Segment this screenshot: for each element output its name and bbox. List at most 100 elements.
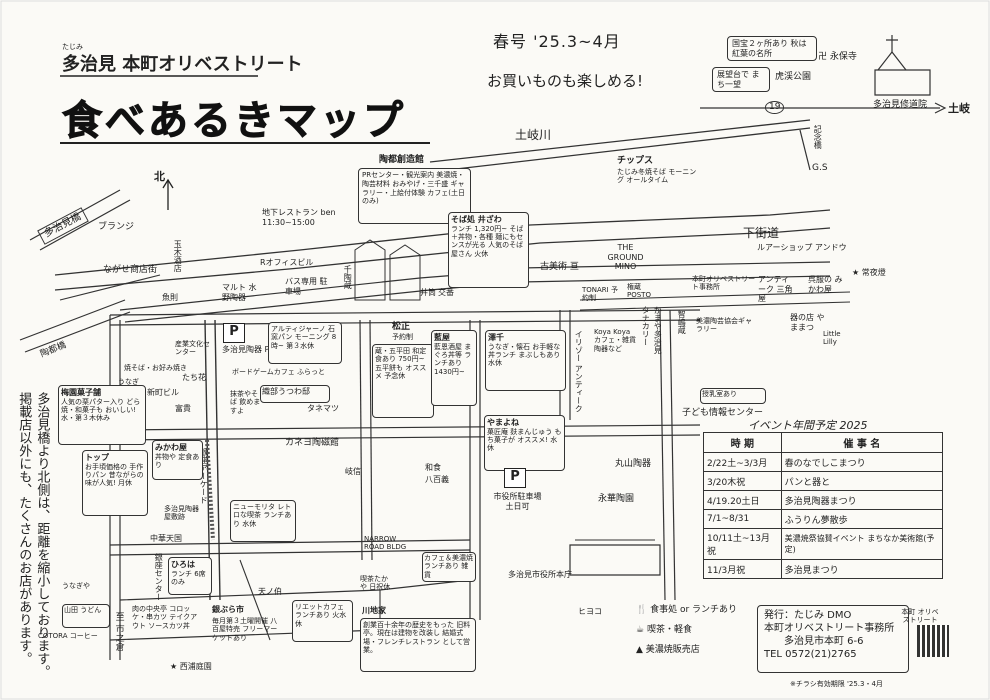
mino-assoc-label: 美濃陶芸協会ギャラリー: [696, 317, 752, 334]
gord-label: ボードゲームカフェ ふらっと: [232, 368, 326, 376]
mikawaya2-box[interactable]: みかわ屋 丼物や 定食あり: [152, 440, 203, 480]
table-row: 11/3月祝多治見まつり: [703, 559, 944, 579]
hiyoko-label: ヒヨコ: [578, 607, 602, 616]
otan-box[interactable]: 織部うつわ邸: [260, 385, 330, 403]
event-name: 多治見まつり: [780, 559, 944, 579]
touto-title: 陶都創造館: [379, 155, 425, 165]
yamayoshi-box[interactable]: やまよね 菓匠庵 麸まんじゅう もち菓子が オススメ! 水休: [484, 415, 565, 471]
nagai-label: ながせ商店街: [103, 265, 158, 275]
to-toki-label: 土岐: [948, 102, 970, 115]
event-name: ふうりん夢散歩: [780, 509, 944, 529]
kamaya-label: かまや多治見: [653, 306, 663, 354]
soba-body: ランチ 1,320円~ そば＋丼物・各種 麺にもセンスが光る 人気のそば屋さん …: [451, 224, 524, 258]
mikawaya-label: 呉服の みかわ屋: [808, 275, 843, 294]
map-subtitle: 多治見 本町オリベストリート: [62, 54, 303, 75]
baidon-title: 梅園菓子舗: [61, 388, 101, 397]
mikawaya2-body: 丼物や 定食あり: [155, 452, 200, 469]
cotora-label: COTORA コーヒー: [38, 632, 98, 640]
hiroha-box[interactable]: ひろは ランチ 6席のみ: [168, 557, 212, 595]
sawachi-title: 澤千: [488, 333, 504, 342]
kodomo-label: 子ども情報センター: [682, 408, 764, 418]
rieto-box[interactable]: リエットカフェ ランチあり 火水休: [292, 600, 353, 642]
mikawaya2-title: みかわ屋: [155, 443, 187, 452]
soba-box[interactable]: そば処 井ざわ ランチ 1,320円~ そば＋丼物・各種 麺にもセンスが光る 人…: [448, 212, 529, 288]
topu-box[interactable]: トップ お手頃価格の 手作りパン 昔ながらの 味が人気! 月休: [82, 450, 148, 516]
maru-label: マルト 水野陶器: [222, 283, 257, 302]
ando-label: ルアーショップ アンドウ: [757, 243, 847, 252]
publisher-box: 発行：たじみ DMO 本町オリベストリート事務所 多治見市本町 6-6 TEL …: [757, 605, 909, 673]
tamaki-label: 玉木酒店: [173, 240, 183, 272]
nyu-mori-box[interactable]: ニューモリタ レトロな喫茶 ランチあり 水休: [230, 500, 296, 542]
shitou-label: 至 市之倉: [113, 612, 124, 651]
sakura-body: 藍恩酒屋 まぐろ丼等 ランチあり 1430円~: [434, 342, 472, 376]
narrow-box[interactable]: カフェ＆美濃焼 ランチあり 雑貨: [422, 552, 476, 582]
kobijutsu-label: 古美術 亘: [540, 262, 579, 272]
tomitaka-label: 富貴: [175, 404, 191, 413]
yaki-label: 焼そば・お好み焼き: [124, 364, 187, 372]
koya-label: Koya Koya カフェ・雑貨 陶器など: [594, 328, 636, 353]
kuzuwa-label: 智嶋蔵: [677, 310, 687, 334]
legend-food: 🍴 食事処 or ランチあり: [636, 605, 738, 615]
kouban-label: 交番: [438, 288, 454, 297]
sakura-box[interactable]: 藍屋 藍恩酒屋 まぐろ丼等 ランチあり 1430円~: [431, 330, 477, 406]
sawachi-box[interactable]: 澤千 うなぎ・懐石 お手軽な丼ランチ まぶしもあり 水休: [485, 330, 566, 391]
kaneyo-label: カネヨ陶磁館: [285, 438, 340, 448]
chips-title: チップス: [617, 156, 654, 166]
legend-cafe-text: 喫茶・軽食: [646, 625, 692, 635]
topu-body: お手頃価格の 手作りパン 昔ながらの 味が人気! 月休: [85, 462, 144, 488]
event-date: 4/19.20土日: [703, 490, 782, 510]
event-date: 3/20木祝: [703, 471, 782, 491]
narrow-label: NARROW ROAD BLDG: [364, 535, 407, 552]
publisher-line2: 本町オリベストリート事務所: [764, 623, 895, 634]
qr-code[interactable]: [917, 625, 949, 657]
ben-label: 地下レストラン ben 11:30~15:00: [262, 208, 336, 227]
matsuya-title: 松正: [392, 322, 411, 332]
kokuho-note: 国宝２ヶ所あり 秋は紅葉の名所: [732, 39, 807, 58]
city-hall-label: 多治見市役所本庁: [508, 570, 572, 579]
arutei-box[interactable]: アルティジャーノ 石窯パン モーニング 8時~ 第３水休: [268, 322, 342, 364]
kawachi-box[interactable]: 創業百十余年の歴史をもった 旧料亭。現在は建物を改装し 結婚式場・フレンチレスト…: [360, 618, 476, 672]
tachibana-label: たち花: [182, 373, 206, 382]
brand-label: ブランジ: [98, 222, 135, 232]
otan-label: 織部うつわ邸: [262, 387, 310, 396]
events-table: 時 期 催 事 名 2/22土~3/3月春のなでしこまつり 3/20木祝パンと器…: [703, 432, 944, 579]
baidon-box[interactable]: 梅園菓子舗 人気の栗パター入り どら焼・和菓子も おいしい! 水・第３木休み: [58, 385, 146, 445]
eihoji-label: 卍 永保寺: [818, 52, 857, 62]
hiroha-body: ランチ 6席のみ: [171, 569, 206, 586]
nyu-mori-body: ニューモリタ レトロな喫茶 ランチあり 水休: [233, 503, 292, 528]
jyunyu-box: 授乳室あり: [700, 388, 766, 404]
publisher-line3: 多治見市本町 6-6: [784, 636, 864, 647]
ground-label: THE GROUND MINO: [607, 243, 644, 272]
events-title: イベント年間予定 2025: [748, 419, 868, 432]
narrow-body: カフェ＆美濃焼 ランチあり 雑貨: [424, 554, 473, 579]
chips-body: たじみ冬焼そば モーニング オールタイム: [617, 168, 697, 185]
unagi-label: うなぎ: [118, 378, 139, 386]
uonori-label: 魚則: [162, 293, 178, 302]
event-date: 11/3月祝: [703, 559, 782, 579]
event-date: 7/1~8/31: [703, 509, 782, 529]
table-row: 10/11土~13月祝美濃焼祭協賛イベント まちなか美術館(予定): [703, 528, 944, 560]
yamayoshi-body: 菓匠庵 麸まんじゅう もち菓子が オススメ! 水休: [487, 427, 562, 453]
shimokaido-label: 下街道: [743, 226, 780, 240]
shudoin-label: 多治見修道院: [873, 100, 928, 110]
tenbodai-note: 展望台で まち一望: [717, 70, 760, 89]
ginza-arcade-label: 銀座アーケード: [199, 448, 209, 504]
kissa-label: 喫茶たかや 日祝休: [360, 575, 391, 592]
yamada-box[interactable]: 山田 うどん: [62, 604, 110, 628]
kura-box[interactable]: 蔵・五平田 和定食あり 750円~ 五平餅も オススメ 予念休: [372, 344, 434, 418]
antique-label: アンティーク 三角屋: [758, 275, 793, 304]
honmachi-office-label: 本町オリベストリート事務所: [692, 275, 756, 292]
event-name: パンと器と: [780, 471, 944, 491]
jyunyu-label: 授乳室あり: [702, 390, 737, 398]
brand-logo: 本町 オリベストリート: [901, 608, 939, 625]
parking-label: 多治見陶器 P: [222, 345, 270, 354]
irizo-label: イリゾー アンティーク: [574, 330, 584, 413]
sawachi-body: うなぎ・懐石 お手軽な丼ランチ まぶしもあり 水休: [488, 342, 561, 368]
arutei-body: アルティジャーノ 石窯パン モーニング 8時~ 第３水休: [271, 325, 337, 350]
city-parking-icon: P: [504, 468, 526, 488]
posto-label: 権蔵 POSTO: [627, 283, 651, 300]
kokuho-note-box: 国宝２ヶ所あり 秋は紅葉の名所: [727, 36, 817, 62]
eika-label: 永華陶園: [598, 494, 635, 504]
tenbodai-box: 展望台で まち一望: [712, 67, 770, 93]
